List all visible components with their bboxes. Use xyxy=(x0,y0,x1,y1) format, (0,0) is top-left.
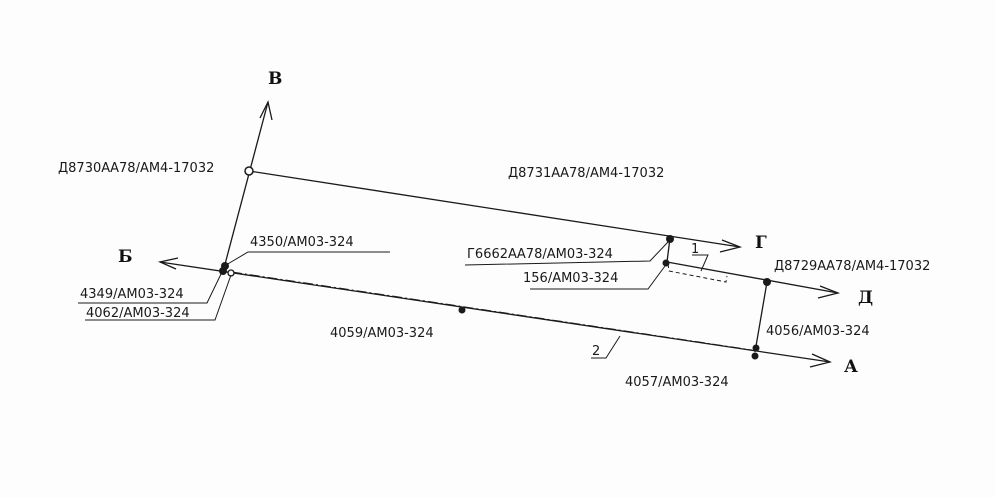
point-8729 xyxy=(763,278,771,286)
direction-label-b: Б xyxy=(118,247,133,267)
point-4056 xyxy=(752,344,760,352)
line-v xyxy=(223,100,273,269)
dash-dot-line xyxy=(231,271,753,351)
callout-1: 1 xyxy=(691,242,699,257)
dashed-contour-1 xyxy=(667,263,728,283)
point-8730 xyxy=(244,166,254,176)
direction-label-d: Д xyxy=(858,288,873,308)
point-4059 xyxy=(458,306,466,314)
leader-4062 xyxy=(85,274,232,321)
leader-4349 xyxy=(78,271,223,304)
leader-1 xyxy=(692,254,709,272)
label-4057: 4057/АМ03-324 xyxy=(625,375,729,390)
direction-label-v: В xyxy=(268,69,282,89)
label-8729: Д8729АА78/АМ4-17032 xyxy=(774,259,930,274)
point-4057 xyxy=(751,352,759,360)
line-b-a xyxy=(157,257,832,368)
point-156 xyxy=(662,259,670,267)
leader-156 xyxy=(530,265,666,290)
leader-6662 xyxy=(464,241,669,266)
label-4056: 4056/АМ03-324 xyxy=(766,324,870,339)
callout-2: 2 xyxy=(592,344,600,359)
label-4059: 4059/АМ03-324 xyxy=(330,326,434,341)
direction-label-g: Г xyxy=(755,233,767,253)
point-6662 xyxy=(666,235,674,243)
label-156: 156/АМ03-324 xyxy=(523,271,618,286)
direction-label-a: А xyxy=(844,357,858,377)
leader-2 xyxy=(591,335,621,359)
label-8730: Д8730АА78/АМ4-17032 xyxy=(58,161,214,176)
label-4062: 4062/АМ03-324 xyxy=(86,306,190,321)
label-6662: Г6662АА78/АМ03-324 xyxy=(467,247,613,262)
connector-4056-8729 xyxy=(754,281,768,353)
label-4350: 4350/АМ03-324 xyxy=(250,235,354,250)
label-4349: 4349/АМ03-324 xyxy=(80,287,184,302)
line-d xyxy=(666,261,841,299)
line-g xyxy=(248,170,743,253)
label-8731: Д8731АА78/АМ4-17032 xyxy=(508,166,664,181)
point-4349 xyxy=(219,267,227,275)
leader-4350 xyxy=(225,251,390,266)
